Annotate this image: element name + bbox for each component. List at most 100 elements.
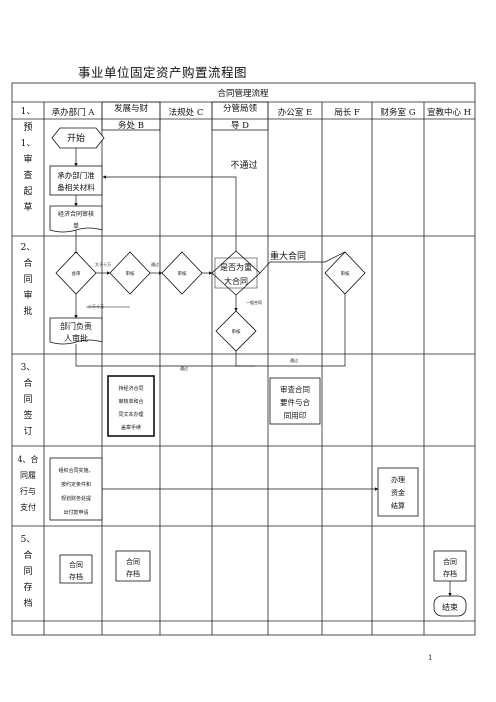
label-lt10: 小于十万 [88,303,104,309]
svg-text:存档: 存档 [443,569,457,578]
svg-text:按约定条件和: 按约定条件和 [61,481,91,488]
node-sign-b: 持经济合同 审核单和合 同文本办理 盖章手续 [107,375,155,437]
node-prepare: 承办部门准 备相关材料 [49,165,103,196]
column-header-b-box [101,101,161,131]
svg-text:审核: 审核 [178,270,187,277]
svg-text:合同: 合同 [443,557,457,566]
column-header-f: 局长 F [334,107,360,118]
node-end: 结束 [433,595,467,617]
svg-text:支付: 支付 [20,502,36,512]
label-gt10: 大于十万 [95,261,111,267]
svg-text:查: 查 [23,169,32,181]
svg-text:草: 草 [23,201,32,213]
svg-text:合: 合 [23,549,32,561]
svg-text:办理: 办理 [391,475,405,484]
node-archive-h: 合同 存档 [433,550,467,582]
svg-text:审核: 审核 [341,270,350,277]
svg-text:3、: 3、 [21,363,36,373]
column-header-e: 办公室 E [278,107,312,118]
svg-text:部门负责: 部门负责 [60,321,92,331]
svg-text:是否为重: 是否为重 [220,262,252,272]
page-number: 1 [428,654,433,662]
svg-text:合: 合 [23,377,32,389]
column-header-g: 财务室 G [381,107,416,118]
column-header-b-line2: 务处 B [118,120,144,131]
svg-text:审核: 审核 [232,328,241,335]
svg-text:起: 起 [23,186,32,197]
svg-text:同文本办理: 同文本办理 [118,411,143,418]
column-header-d-box [211,101,269,131]
svg-text:规划财务处提: 规划财务处提 [61,495,91,502]
svg-text:同: 同 [23,394,32,405]
decision-low: 审核 [215,310,257,352]
column-header-a: 承办部门 A [52,107,96,118]
svg-text:出付款申请: 出付款申请 [63,509,88,516]
edge-major-df [259,251,346,274]
svg-text:预: 预 [23,122,32,133]
label-major: 重大合同 [270,250,306,262]
svg-text:合: 合 [23,257,32,269]
phase-labels: 1、 预 1、 审 查 起 草 2、 合 同 审 批 3、 合 同 签 订 4、… [17,107,38,609]
node-archive-a: 合同 存档 [59,554,93,584]
node-sign-e: 审查合同 要件与合 同用印 [269,377,321,425]
edge-pass-2 [235,294,346,367]
node-archive-b: 合同 存档 [115,550,151,582]
node-form: 经济合同审核 单 [49,205,103,233]
node-head-review: 部门负责 人审批 [49,317,103,345]
svg-text:持经济合同: 持经济合同 [118,385,143,392]
svg-text:存档: 存档 [69,572,83,581]
svg-text:1、: 1、 [21,107,36,117]
decision-f: 审核 [324,251,366,295]
svg-text:结算: 结算 [391,501,405,510]
svg-text:同: 同 [23,566,32,577]
svg-text:档: 档 [23,597,32,609]
svg-text:结束: 结束 [442,602,458,612]
svg-text:1、: 1、 [21,139,36,149]
label-pass-b: 通过 [151,261,159,267]
svg-text:人审批: 人审批 [64,333,88,343]
node-perform-a: 组织合同实施， 按约定条件和 规划财务处提 出付款申请 [49,457,103,521]
label-pass-2: 通过 [290,357,298,363]
svg-text:签: 签 [23,409,32,421]
document-title: 事业单位固定资产购置流程图 [78,65,248,80]
decision-a: 会审 [55,251,97,295]
svg-text:行与: 行与 [20,486,36,496]
svg-text:合同: 合同 [126,557,140,566]
svg-text:审: 审 [23,153,32,165]
svg-text:会审: 会审 [72,270,81,277]
svg-text:审: 审 [23,289,32,301]
svg-text:批: 批 [23,305,32,317]
svg-text:组织合同实施，: 组织合同实施， [58,467,93,474]
svg-text:单: 单 [73,222,79,230]
svg-text:备相关材料: 备相关材料 [57,182,95,192]
svg-text:审查合同: 审查合同 [280,384,310,394]
svg-text:存档: 存档 [126,569,140,578]
svg-text:同: 同 [23,274,32,285]
column-header-h: 宣教中心 H [427,107,471,118]
svg-text:同用印: 同用印 [284,411,307,420]
decision-c: 审核 [161,251,203,295]
table-grid [11,82,476,636]
svg-text:大合同: 大合同 [224,276,248,286]
decision-b: 审核 [109,251,151,295]
column-header-b-line1: 发展与财 [114,103,149,114]
svg-text:资金: 资金 [391,488,405,497]
svg-text:盖章手续: 盖章手续 [121,424,141,431]
svg-text:经济合同审核: 经济合同审核 [58,210,94,218]
node-pay-g: 办理 资金 结算 [377,467,419,517]
decision-major: 是否为重 大合同 [211,250,261,296]
svg-text:合同: 合同 [69,560,83,569]
svg-text:同履: 同履 [20,471,36,480]
node-start: 开始 [51,127,105,149]
svg-text:4、合: 4、合 [17,454,38,464]
svg-text:开始: 开始 [67,132,85,144]
column-header-d-line2: 导 D [231,121,249,131]
edge-pass-1 [75,344,255,367]
svg-text:要件与合: 要件与合 [280,397,310,407]
column-header-c: 法规处 C [169,107,204,118]
label-general: 一般合同 [246,299,262,305]
column-header-d-line1: 分管局领 [223,103,258,114]
svg-text:存: 存 [23,581,32,593]
svg-text:2、: 2、 [21,243,36,253]
